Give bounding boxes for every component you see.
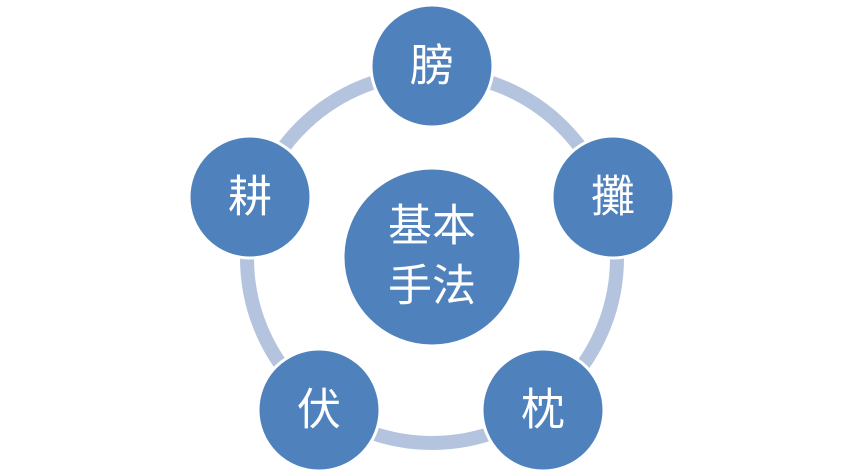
node-right-label: 攤	[591, 172, 635, 223]
node-bottom-right-circle	[480, 347, 606, 473]
node-top: 膀	[369, 3, 495, 129]
node-bottom-left: 伏	[256, 347, 382, 473]
node-top-label: 膀	[410, 41, 454, 92]
node-left-label: 耕	[228, 172, 272, 223]
node-left-circle	[187, 134, 313, 260]
node-bottom-left-label: 伏	[297, 385, 341, 436]
node-top-circle	[369, 3, 495, 129]
node-bottom-left-circle	[256, 347, 382, 473]
node-right: 攤	[550, 134, 676, 260]
node-right-circle	[550, 134, 676, 260]
center-circle	[341, 166, 523, 348]
center-label-line2: 手法	[388, 261, 476, 312]
node-bottom-right: 枕	[480, 347, 606, 473]
node-left: 耕	[187, 134, 313, 260]
node-bottom-right-label: 枕	[521, 385, 565, 436]
center-node: 基本 手法	[341, 166, 523, 348]
center-label-line1: 基本	[388, 201, 476, 252]
